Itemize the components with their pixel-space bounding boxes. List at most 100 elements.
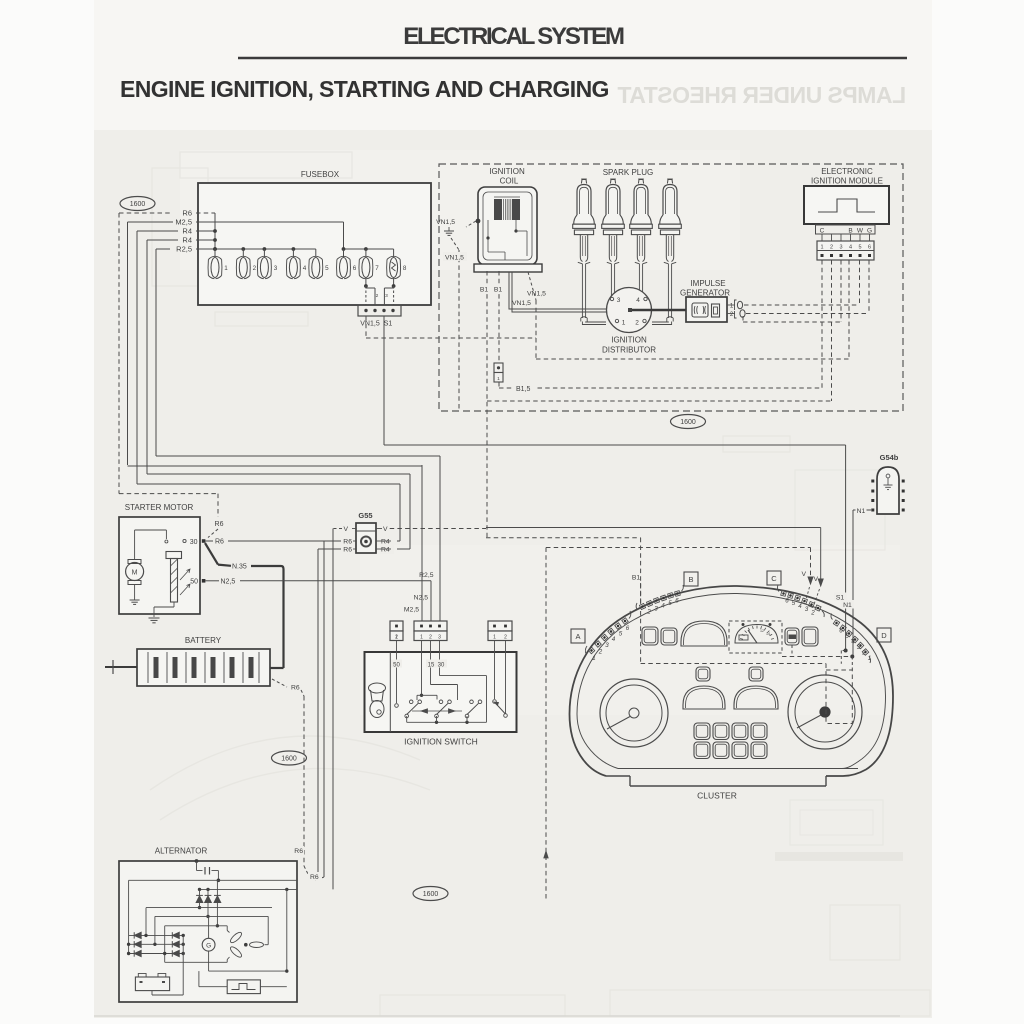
svg-text:R4: R4 bbox=[182, 236, 192, 245]
svg-text:R6: R6 bbox=[294, 848, 303, 855]
svg-text:V: V bbox=[813, 576, 818, 583]
svg-text:4: 4 bbox=[303, 265, 307, 272]
svg-text:6: 6 bbox=[675, 598, 679, 605]
svg-text:1: 1 bbox=[497, 376, 500, 382]
svg-text:R4: R4 bbox=[381, 539, 390, 546]
svg-text:B1: B1 bbox=[480, 287, 489, 294]
svg-text:D: D bbox=[881, 631, 887, 640]
svg-text:VN1,5: VN1,5 bbox=[512, 300, 531, 307]
svg-text:1: 1 bbox=[730, 304, 734, 310]
svg-text:N2,5: N2,5 bbox=[221, 578, 236, 585]
svg-text:50: 50 bbox=[393, 663, 400, 669]
svg-text:6: 6 bbox=[353, 265, 357, 272]
svg-text:2: 2 bbox=[635, 320, 639, 327]
svg-text:R2,5: R2,5 bbox=[419, 572, 434, 579]
svg-text:3: 3 bbox=[605, 642, 609, 649]
svg-text:S1: S1 bbox=[384, 321, 393, 328]
svg-text:2: 2 bbox=[429, 635, 432, 641]
svg-text:6: 6 bbox=[839, 628, 843, 635]
svg-text:1: 1 bbox=[622, 320, 626, 327]
svg-text:1600: 1600 bbox=[423, 891, 439, 898]
svg-text:2: 2 bbox=[810, 610, 815, 617]
svg-text:4: 4 bbox=[636, 297, 640, 304]
svg-text:G55: G55 bbox=[358, 511, 372, 520]
svg-text:15: 15 bbox=[428, 663, 435, 669]
svg-text:IGNITION SWITCH: IGNITION SWITCH bbox=[404, 737, 478, 747]
svg-text:W: W bbox=[857, 228, 864, 235]
svg-text:R6: R6 bbox=[215, 539, 224, 546]
svg-text:ALTERNATOR: ALTERNATOR bbox=[155, 847, 208, 856]
svg-text:5: 5 bbox=[325, 265, 329, 272]
svg-text:C: C bbox=[820, 228, 825, 235]
svg-text:GENERATOR: GENERATOR bbox=[680, 289, 730, 298]
svg-text:2: 2 bbox=[504, 635, 507, 641]
svg-text:ELECTRICAL SYSTEM: ELECTRICAL SYSTEM bbox=[403, 23, 624, 50]
svg-text:B1,5: B1,5 bbox=[516, 386, 531, 393]
svg-text:50: 50 bbox=[190, 579, 198, 586]
svg-text:ELECTRONIC: ELECTRONIC bbox=[821, 167, 873, 176]
svg-text:1: 1 bbox=[592, 655, 595, 662]
svg-text:R6: R6 bbox=[310, 874, 319, 881]
svg-text:5: 5 bbox=[845, 633, 849, 640]
svg-text:1600: 1600 bbox=[130, 201, 146, 208]
svg-text:N1: N1 bbox=[857, 508, 866, 515]
svg-text:3: 3 bbox=[274, 265, 278, 272]
svg-text:2: 2 bbox=[646, 609, 651, 616]
svg-text:M2,5: M2,5 bbox=[175, 218, 192, 227]
svg-text:4: 4 bbox=[612, 636, 616, 643]
svg-text:8: 8 bbox=[403, 265, 407, 272]
svg-text:6: 6 bbox=[626, 625, 630, 632]
svg-text:6: 6 bbox=[785, 598, 789, 605]
svg-text:G54b: G54b bbox=[880, 453, 899, 462]
svg-text:5: 5 bbox=[619, 631, 623, 638]
svg-text:3: 3 bbox=[805, 606, 809, 613]
svg-text:2: 2 bbox=[395, 635, 398, 641]
svg-text:1: 1 bbox=[493, 635, 496, 641]
svg-text:14: 14 bbox=[766, 632, 770, 636]
svg-text:1600: 1600 bbox=[281, 756, 297, 763]
svg-text:VN1,5: VN1,5 bbox=[445, 255, 464, 262]
svg-text:CLUSTER: CLUSTER bbox=[697, 791, 737, 801]
svg-text:1: 1 bbox=[224, 265, 228, 272]
svg-text:N1: N1 bbox=[843, 602, 852, 609]
svg-text:M: M bbox=[132, 570, 138, 577]
svg-text:R6: R6 bbox=[182, 209, 192, 218]
svg-text:2: 2 bbox=[830, 245, 833, 251]
svg-text:IGNITION: IGNITION bbox=[489, 167, 525, 176]
svg-text:M2,5: M2,5 bbox=[404, 607, 419, 614]
svg-text:3: 3 bbox=[654, 606, 658, 613]
svg-text:N.35: N.35 bbox=[232, 564, 247, 571]
svg-text:12: 12 bbox=[760, 629, 764, 633]
svg-text:30: 30 bbox=[438, 663, 445, 669]
svg-text:R4: R4 bbox=[381, 547, 390, 554]
svg-text:4: 4 bbox=[798, 603, 802, 610]
svg-text:A: A bbox=[575, 632, 580, 641]
svg-text:B: B bbox=[688, 575, 693, 584]
svg-text:1600: 1600 bbox=[680, 419, 696, 426]
svg-text:3: 3 bbox=[857, 644, 861, 651]
svg-text:2: 2 bbox=[376, 293, 379, 299]
svg-text:LAMPS UNDER RHEOSTAT: LAMPS UNDER RHEOSTAT bbox=[617, 82, 906, 108]
svg-text:S1: S1 bbox=[836, 595, 845, 602]
svg-text:5: 5 bbox=[858, 245, 861, 251]
svg-text:R6: R6 bbox=[291, 685, 300, 692]
svg-text:7: 7 bbox=[375, 265, 379, 272]
svg-text:IMPULSE: IMPULSE bbox=[690, 279, 725, 288]
svg-text:30: 30 bbox=[190, 539, 198, 546]
svg-text:4: 4 bbox=[851, 639, 855, 646]
svg-text:3: 3 bbox=[385, 293, 388, 299]
svg-text:VN1,5: VN1,5 bbox=[527, 291, 546, 298]
svg-text:FUSEBOX: FUSEBOX bbox=[301, 170, 340, 179]
svg-text:B: B bbox=[848, 228, 852, 235]
svg-text:C: C bbox=[771, 574, 777, 583]
svg-text:1: 1 bbox=[395, 635, 398, 641]
svg-text:R6: R6 bbox=[343, 547, 352, 554]
svg-text:SPARK PLUG: SPARK PLUG bbox=[603, 168, 654, 177]
svg-text:R4: R4 bbox=[182, 227, 192, 236]
svg-text:3: 3 bbox=[839, 245, 842, 251]
svg-text:ENGINE IGNITION, STARTING AND: ENGINE IGNITION, STARTING AND CHARGING bbox=[120, 76, 609, 102]
svg-text:V: V bbox=[383, 526, 388, 533]
svg-text:IGNITION MODULE: IGNITION MODULE bbox=[811, 177, 883, 186]
svg-text:2: 2 bbox=[730, 312, 734, 318]
svg-text:3: 3 bbox=[438, 635, 441, 641]
